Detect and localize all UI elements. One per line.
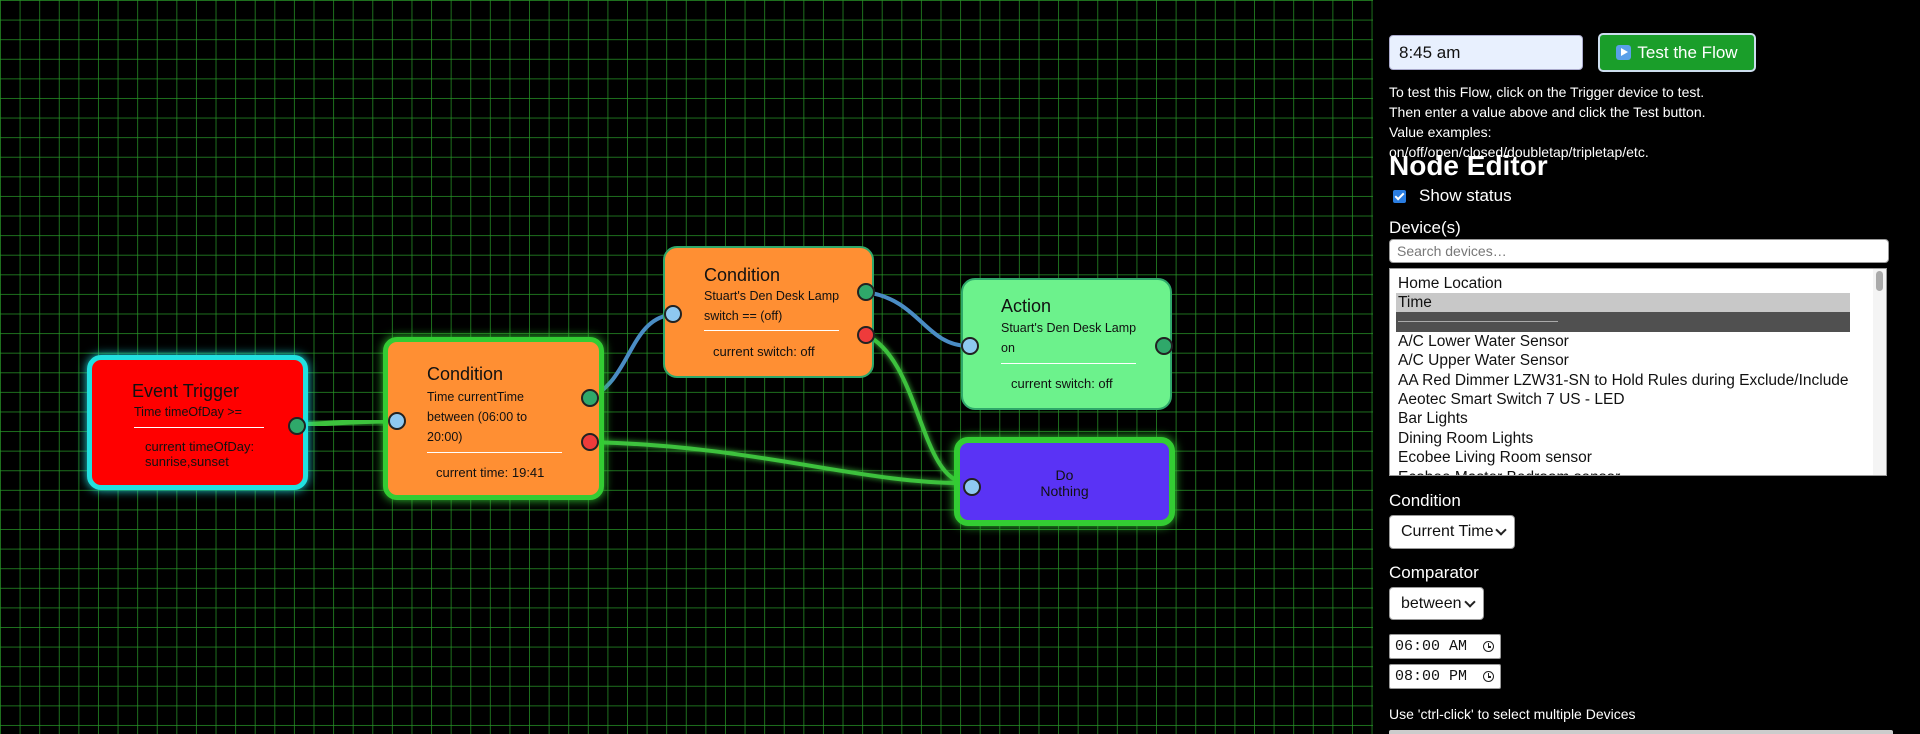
node-divider <box>704 330 839 331</box>
time-end-input[interactable]: 08:00 PM <box>1389 664 1501 689</box>
node-subtitle: Stuart's Den Desk Lamp <box>1001 321 1137 335</box>
wire-condition2-to-donothing[interactable] <box>865 333 967 485</box>
device-item[interactable]: Bar Lights <box>1398 410 1468 427</box>
node-action[interactable]: Action Stuart's Den Desk Lamp on current… <box>961 278 1173 410</box>
device-item[interactable]: Home Location <box>1398 275 1503 292</box>
node-event-trigger[interactable]: Event Trigger Time timeOfDay >= current … <box>87 355 308 490</box>
device-item[interactable]: A/C Lower Water Sensor <box>1398 333 1569 350</box>
node-subtitle: 20:00) <box>427 430 463 444</box>
port-output-true[interactable] <box>581 389 599 407</box>
port-input[interactable] <box>388 412 406 430</box>
node-subtitle: Stuart's Den Desk Lamp <box>704 289 840 303</box>
node-label-line2: Nothing <box>1040 483 1089 499</box>
node-subtitle: on <box>1001 341 1015 355</box>
node-editor-panel: Test the Flow To test this Flow, click o… <box>1373 0 1920 734</box>
node-divider <box>134 427 264 428</box>
node-subtitle: Time currentTime <box>427 390 525 404</box>
port-output-true[interactable] <box>288 417 306 435</box>
node-divider <box>427 452 562 453</box>
node-condition-switch[interactable]: Condition Stuart's Den Desk Lamp switch … <box>663 246 875 378</box>
ctrl-click-hint: Use 'ctrl-click' to select multiple Devi… <box>1389 706 1636 722</box>
next-field-edge[interactable] <box>1389 730 1893 734</box>
port-output-false[interactable] <box>857 326 875 344</box>
clock-icon[interactable] <box>1483 641 1494 652</box>
clock-icon[interactable] <box>1483 671 1494 682</box>
wire-trigger-to-condition1[interactable] <box>295 418 396 428</box>
show-status-label: Show status <box>1419 186 1512 205</box>
node-divider <box>1001 363 1136 364</box>
node-title: Condition <box>427 364 504 384</box>
play-icon <box>1616 45 1632 60</box>
port-output-false[interactable] <box>581 433 599 451</box>
node-label-line1: Do <box>1055 467 1074 483</box>
wire-condition1-to-donothing[interactable] <box>589 440 967 486</box>
chevron-down-icon <box>1464 596 1476 608</box>
node-do-nothing[interactable]: Do Nothing <box>954 437 1175 526</box>
node-condition-time[interactable]: Condition Time currentTime between (06:0… <box>383 337 604 500</box>
node-label: Do Nothing <box>960 467 1169 499</box>
node-subtitle: Time timeOfDay >= <box>134 405 242 419</box>
port-input[interactable] <box>961 337 979 355</box>
port-input[interactable] <box>963 478 981 496</box>
device-item[interactable]: Dining Room Lights <box>1398 430 1534 447</box>
show-status-row[interactable]: Show status <box>1393 186 1512 206</box>
time-end-value: 08:00 PM <box>1395 668 1468 685</box>
wire-condition2-to-action[interactable] <box>865 290 969 348</box>
node-status: current timeOfDay: sunrise,sunset <box>145 439 255 469</box>
device-item[interactable]: A/C Upper Water Sensor <box>1398 352 1569 369</box>
device-list-scroll-thumb[interactable] <box>1876 271 1883 291</box>
flow-canvas[interactable]: Event Trigger Time timeOfDay >= current … <box>0 0 1373 734</box>
comparator-select[interactable]: between <box>1389 587 1484 620</box>
device-separator <box>1396 312 1850 332</box>
time-start-input[interactable]: 06:00 AM <box>1389 634 1501 659</box>
device-item-selected[interactable]: Time <box>1396 293 1850 312</box>
chevron-down-icon <box>1495 524 1507 536</box>
node-title: Action <box>1001 296 1052 316</box>
condition-label: Condition <box>1389 491 1461 510</box>
show-status-checkbox[interactable] <box>1393 189 1406 203</box>
node-status: current time: 19:41 <box>436 465 545 480</box>
node-title: Event Trigger <box>132 381 240 401</box>
device-list-scrollbar[interactable] <box>1873 268 1887 476</box>
device-item[interactable]: Ecobee Master Bedroom sensor <box>1396 468 1850 475</box>
node-title: Condition <box>704 265 781 285</box>
device-search-input[interactable] <box>1389 239 1889 263</box>
time-start-value: 06:00 AM <box>1395 638 1468 655</box>
test-flow-button[interactable]: Test the Flow <box>1598 33 1756 72</box>
test-flow-button-label: Test the Flow <box>1637 42 1738 62</box>
port-input[interactable] <box>664 305 682 323</box>
test-help-text: To test this Flow, click on the Trigger … <box>1389 84 1706 160</box>
devices-label: Device(s) <box>1389 218 1461 237</box>
node-status: current switch: off <box>1011 376 1113 391</box>
node-subtitle: switch == (off) <box>704 309 783 323</box>
condition-select[interactable]: Current Time <box>1389 515 1515 549</box>
condition-select-value: Current Time <box>1401 523 1494 540</box>
port-output-true[interactable] <box>1155 337 1173 355</box>
comparator-select-value: between <box>1401 594 1462 612</box>
comparator-label: Comparator <box>1389 563 1479 582</box>
device-list[interactable]: Home Location Time A/C Lower Water Senso… <box>1389 268 1876 476</box>
port-output-true[interactable] <box>857 283 875 301</box>
node-subtitle: between (06:00 to <box>427 410 528 424</box>
device-item[interactable]: Aeotec Smart Switch 7 US - LED <box>1398 391 1625 408</box>
device-item[interactable]: Ecobee Living Room sensor <box>1398 449 1592 466</box>
node-editor-title: Node Editor <box>1389 150 1548 181</box>
node-status: current switch: off <box>713 344 815 359</box>
device-item[interactable]: AA Red Dimmer LZW31-SN to Hold Rules dur… <box>1398 372 1849 389</box>
test-value-input[interactable] <box>1389 35 1583 70</box>
